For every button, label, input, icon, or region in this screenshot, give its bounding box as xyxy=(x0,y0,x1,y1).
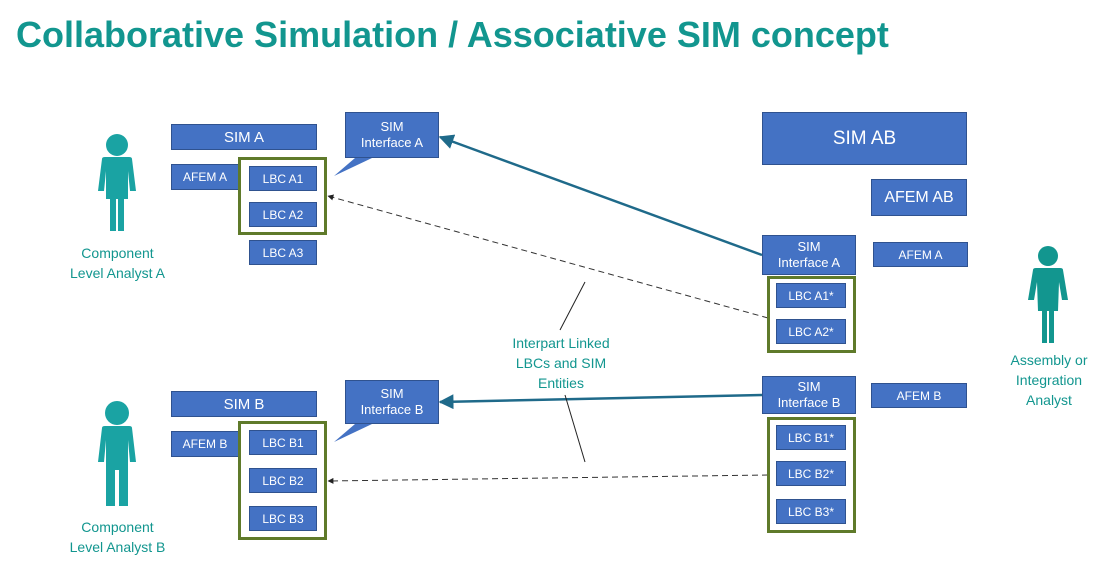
lbc-b-group-frame xyxy=(238,421,327,540)
lbc-a3-box: LBC A3 xyxy=(249,240,317,265)
right-lbc-a-group-frame xyxy=(767,276,856,353)
lbc-a1-star-box: LBC A1* xyxy=(776,283,846,308)
label-line-1: Component xyxy=(81,245,154,261)
label-pointer-top xyxy=(559,281,586,331)
label-line-2: Level Analyst B xyxy=(69,539,166,555)
right-sim-interface-b-box: SIM Interface B xyxy=(762,376,856,414)
callout-line-2: Interface B xyxy=(360,402,424,417)
callout-a-tail xyxy=(334,158,372,176)
lbc-a2-box: LBC A2 xyxy=(249,202,317,227)
interface-line-1: SIM xyxy=(797,379,821,394)
lbc-b3-box: LBC B3 xyxy=(249,506,317,531)
page-title: Collaborative Simulation / Associative S… xyxy=(16,14,889,55)
interface-a-link-arrow xyxy=(438,134,763,257)
label-line-1: Assembly or xyxy=(1010,352,1088,368)
component-analyst-b-label: Component Level Analyst B xyxy=(40,517,195,557)
label-line-2: Integration xyxy=(1015,372,1083,388)
interface-line-2: Interface A xyxy=(777,255,841,270)
sim-interface-b-callout: SIM Interface B xyxy=(345,380,439,424)
lbc-b3-star-box: LBC B3* xyxy=(776,499,846,524)
label-line-2: Level Analyst A xyxy=(70,265,165,281)
label-line-1: Interpart Linked xyxy=(512,335,610,351)
label-line-3: Entities xyxy=(538,375,584,391)
person-icon xyxy=(98,134,136,231)
sim-ab-box: SIM AB xyxy=(762,112,967,165)
lbc-a2-star-box: LBC A2* xyxy=(776,319,846,344)
sim-b-box: SIM B xyxy=(171,391,317,417)
lbc-b1-star-box: LBC B1* xyxy=(776,425,846,450)
right-sim-interface-a-box: SIM Interface A xyxy=(762,235,856,275)
callout-line-1: SIM xyxy=(380,386,404,401)
interface-line-2: Interface B xyxy=(777,395,841,410)
lbc-a-link-arrow xyxy=(327,194,769,319)
sim-interface-a-callout: SIM Interface A xyxy=(345,112,439,158)
label-pointer-bottom xyxy=(564,394,586,463)
person-icon xyxy=(98,401,136,506)
label-line-1: Component xyxy=(81,519,154,535)
afem-ab-box: AFEM AB xyxy=(871,179,967,216)
lbc-b-link-arrow xyxy=(327,474,769,484)
component-analyst-a-label: Component Level Analyst A xyxy=(40,243,195,283)
sim-a-box: SIM A xyxy=(171,124,317,150)
label-line-3: Analyst xyxy=(1026,392,1072,408)
lbc-b2-star-box: LBC B2* xyxy=(776,461,846,486)
lbc-b2-box: LBC B2 xyxy=(249,468,317,493)
callout-b-tail xyxy=(334,424,372,442)
interface-line-1: SIM xyxy=(797,239,821,254)
lbc-a-group-frame xyxy=(238,157,327,235)
label-line-2: LBCs and SIM xyxy=(515,355,607,371)
lbc-b1-box: LBC B1 xyxy=(249,430,317,455)
afem-a-box: AFEM A xyxy=(171,164,239,190)
lbc-a1-box: LBC A1 xyxy=(249,166,317,191)
assembly-analyst-label: Assembly or Integration Analyst xyxy=(990,350,1108,410)
right-afem-b-box: AFEM B xyxy=(871,383,967,408)
interpart-linked-label: Interpart Linked LBCs and SIM Entities xyxy=(486,333,636,393)
person-icon xyxy=(1028,246,1068,343)
interface-b-link-arrow xyxy=(438,393,763,410)
right-afem-a-box: AFEM A xyxy=(873,242,968,267)
callout-line-2: Interface A xyxy=(360,135,424,150)
afem-b-box: AFEM B xyxy=(171,431,239,457)
right-lbc-b-group-frame xyxy=(767,417,856,533)
callout-line-1: SIM xyxy=(380,119,404,134)
